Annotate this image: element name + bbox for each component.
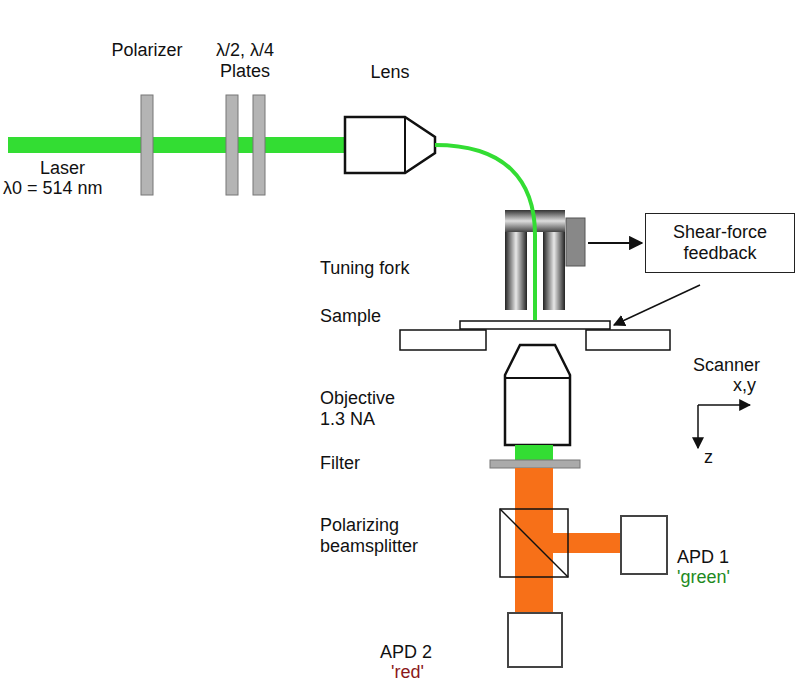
controller-box: Shear-force feedback [645,213,795,273]
part-label: Tuning fork [320,258,409,279]
fluorescence-beam [515,468,553,612]
lens-edge [404,117,406,173]
feedback-arrow [614,285,700,325]
part-label: Objective 1.3 NA [320,388,420,430]
axis-arrow [698,404,750,406]
channel-label: 'red' [391,662,424,683]
signal-arrow [588,242,642,244]
detector-label: APD 2 [380,642,432,663]
sample-slide [460,321,610,329]
half-wave-plate [226,95,238,195]
scanner-stage [586,330,670,350]
source-label: Laser [40,158,85,179]
filter-plate [490,460,580,468]
part-label: Sample [320,306,381,327]
beamsplitter-cube [500,509,568,577]
fluorescence-beam [553,533,620,553]
part-label: Scanner [693,355,760,376]
objective-edge [505,377,570,379]
detector-box: APD 2'red' [507,612,563,668]
microscope-objective [505,345,570,445]
part-label: Filter [320,453,360,474]
beamsplitter-diagonal [500,509,568,577]
scanner-stage [400,330,486,350]
channel-label: 'green' [677,567,730,588]
part-label: Lens [350,62,430,83]
laser-beam [8,137,348,153]
optical-fiber [435,145,535,320]
coupling-lens [345,117,435,173]
axis-label: z [704,447,713,468]
part-label: Polarizer [97,40,197,61]
polarizer-plate [141,95,153,195]
box-text: Shear-force feedback [654,222,786,264]
axis-arrow [697,405,699,448]
part-label: λ/2, λ/4 Plates [205,40,285,82]
detector-label: APD 1 [677,547,729,568]
collected-beam [515,445,553,460]
fork-electrode [566,218,585,266]
quarter-wave-plate [253,95,265,195]
part-label: Polarizing beamsplitter [320,515,438,557]
axis-label: x,y [733,375,756,396]
wavelength-label: λ0 = 514 nm [3,178,103,199]
detector-box: APD 1'green' [620,515,668,575]
